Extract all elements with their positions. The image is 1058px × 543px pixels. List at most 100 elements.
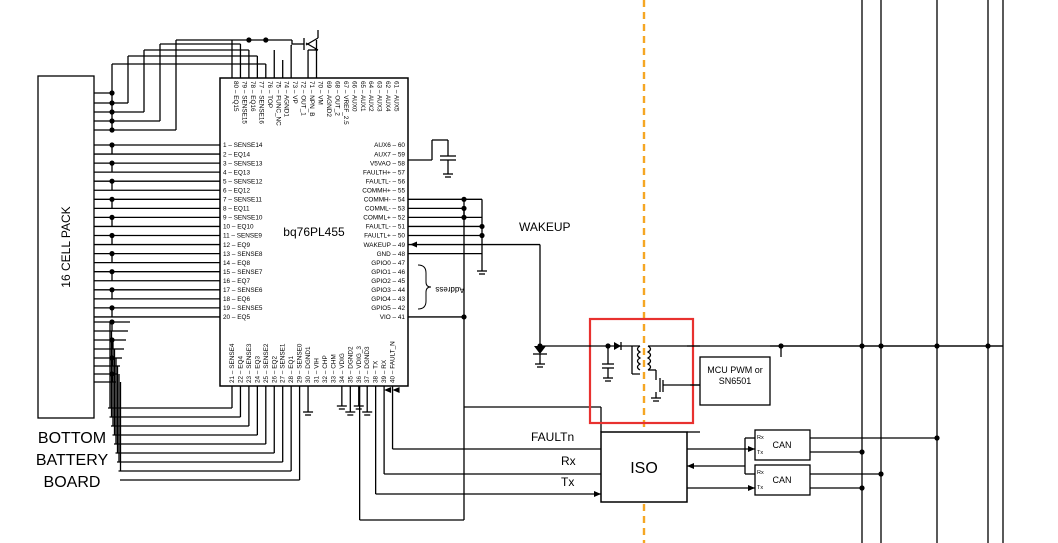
junction-dot xyxy=(878,343,884,349)
pin-label: AUX6 – 60 xyxy=(374,142,405,149)
pin-label: FAULTL- – 51 xyxy=(366,224,406,231)
mcu-box xyxy=(699,356,771,406)
pin-label: 25 – SENSE2 xyxy=(263,343,270,383)
pin-label: 1 – SENSE14 xyxy=(223,142,263,149)
pin-label: 67 – VREF_2.5 xyxy=(342,81,349,125)
address-brace xyxy=(417,264,432,310)
can1-rx: Rx xyxy=(757,435,764,441)
can-box-1 xyxy=(754,429,811,461)
pin-label: 63 – AUX3 xyxy=(376,81,383,112)
pin-label: 37 – DGND3 xyxy=(364,346,371,383)
pin-label: GPIO4 – 43 xyxy=(371,296,405,303)
pin-label: V5VAO – 58 xyxy=(370,160,405,167)
bottom-board-label-2: BATTERY xyxy=(36,452,109,469)
pin-label: 78 – EQ16 xyxy=(249,81,256,112)
pin-label: COMMH- – 54 xyxy=(364,197,406,204)
pin-label: 64 – AUX2 xyxy=(367,81,374,112)
pin-label: COMML- – 53 xyxy=(365,206,406,213)
can-label-1: CAN xyxy=(772,440,791,450)
junction-dot xyxy=(859,485,865,491)
pin-label: GPIO0 – 47 xyxy=(371,260,405,267)
pin-label: 72 – OUT_1 xyxy=(300,81,307,116)
pin-label: 24 – EQ3 xyxy=(254,356,261,383)
pin-label: 23 – SENSE3 xyxy=(246,343,253,383)
pin-label: FAULTH+ – 57 xyxy=(363,169,405,176)
pin-label: AUX7 – 59 xyxy=(374,151,405,158)
pin-label: 11 – SENSE9 xyxy=(223,233,262,240)
pin-label: 74 – AGND1 xyxy=(283,81,290,117)
pin-label: GPIO3 – 44 xyxy=(371,287,405,294)
pin-label: 66 – AUX0 xyxy=(350,81,357,112)
pin-label: 33 – CHM xyxy=(330,354,337,383)
can2-tx: Tx xyxy=(757,485,763,491)
pin-label: 17 – SENSE6 xyxy=(223,287,263,294)
pin-label: 76 – TOP xyxy=(266,81,273,108)
wakeup-label: WAKEUP xyxy=(519,220,571,234)
arrow-icon xyxy=(410,241,417,248)
junction-dot xyxy=(859,343,865,349)
can2-rx: Rx xyxy=(757,470,764,476)
pin-label: 6 – EQ12 xyxy=(223,187,250,194)
cell-pack-label: 16 CELL PACK xyxy=(59,206,73,287)
pin-label: 39 – RX xyxy=(381,359,388,383)
tx-label: Tx xyxy=(561,475,574,489)
arrow-icon xyxy=(687,463,694,469)
top-bus-wires xyxy=(232,30,319,78)
pin-label: 69 – AGND2 xyxy=(325,81,332,117)
isolated-power-highlight xyxy=(588,317,695,425)
pin-label: 19 – SENSE5 xyxy=(223,305,263,312)
pin-label: 4 – EQ13 xyxy=(223,169,250,176)
pin-label: 62 – AUX4 xyxy=(384,81,391,112)
pin-label: VIO – 41 xyxy=(380,314,406,321)
mcu-side-bus xyxy=(687,0,1004,543)
pin-label: 3 – SENSE13 xyxy=(223,160,263,167)
pin-label: 61 – AUX5 xyxy=(393,81,400,112)
bottom-board-label-3: BOARD xyxy=(44,474,101,491)
pin-label: 36 – VDIG_3 xyxy=(356,346,363,383)
isolated-supply-circuit xyxy=(540,342,700,402)
pin-label: 28 – EQ1 xyxy=(288,356,295,383)
bottom-board-label-1: BOTTOM xyxy=(38,430,106,447)
pin-label: 10 – EQ10 xyxy=(223,224,254,231)
junction-dot xyxy=(859,449,865,455)
arrow-icon xyxy=(594,491,601,497)
address-label: Address xyxy=(435,285,464,294)
faultn-label: FAULTn xyxy=(531,430,574,444)
pin-label: 65 – AUX1 xyxy=(359,81,366,112)
arrow-icon xyxy=(392,387,400,393)
pin-label: 79 – SENSE15 xyxy=(240,81,247,124)
pin-label: 26 – EQ2 xyxy=(271,356,278,383)
pin-label: FAULTL- – 56 xyxy=(366,178,406,185)
pin-label: 70 – VM xyxy=(317,81,324,105)
pin-label: 31 – VIH xyxy=(314,358,321,383)
junction-dot xyxy=(109,178,115,184)
npn-transistor-icon xyxy=(292,37,319,51)
pin-label: 27 – SENSE1 xyxy=(280,343,287,383)
bottom-pin-wires xyxy=(94,319,373,481)
pin-label: 9 – SENSE10 xyxy=(223,215,263,222)
pin-label: 14 – EQ8 xyxy=(223,260,250,267)
pin-label: 29 – SENSE0 xyxy=(297,343,304,383)
pin-label: 15 – SENSE7 xyxy=(223,269,263,276)
pin-label: FAULTL+ – 50 xyxy=(364,233,405,240)
pin-label: 16 – EQ7 xyxy=(223,278,250,285)
pin-label: 40 – FAULT_N xyxy=(390,341,397,383)
comm-wires xyxy=(358,196,602,521)
junction-dot xyxy=(878,471,884,477)
pin-label: 75 – FUNC_NC xyxy=(274,81,281,126)
can-label-2: CAN xyxy=(772,475,791,485)
pin-label: GPIO1 – 46 xyxy=(371,269,405,276)
pin-label: 77 – SENSE16 xyxy=(257,81,264,124)
arrow-icon xyxy=(748,446,755,452)
pin-label: 22 – EQ4 xyxy=(237,356,244,383)
pin-label: 71 – NPN_B xyxy=(308,81,315,117)
ic-pins-right: AUX6 – 60 AUX7 – 59 V5VAO – 58 FAULTH+ – 57… xyxy=(362,142,405,321)
pin-label: 13 – SENSE8 xyxy=(223,251,263,258)
arrow-icon xyxy=(748,485,755,491)
pin-label: 34 – VDIG xyxy=(339,353,346,383)
pin-label: 2 – EQ14 xyxy=(223,151,250,158)
pin-label: GPIO2 – 45 xyxy=(371,278,405,285)
